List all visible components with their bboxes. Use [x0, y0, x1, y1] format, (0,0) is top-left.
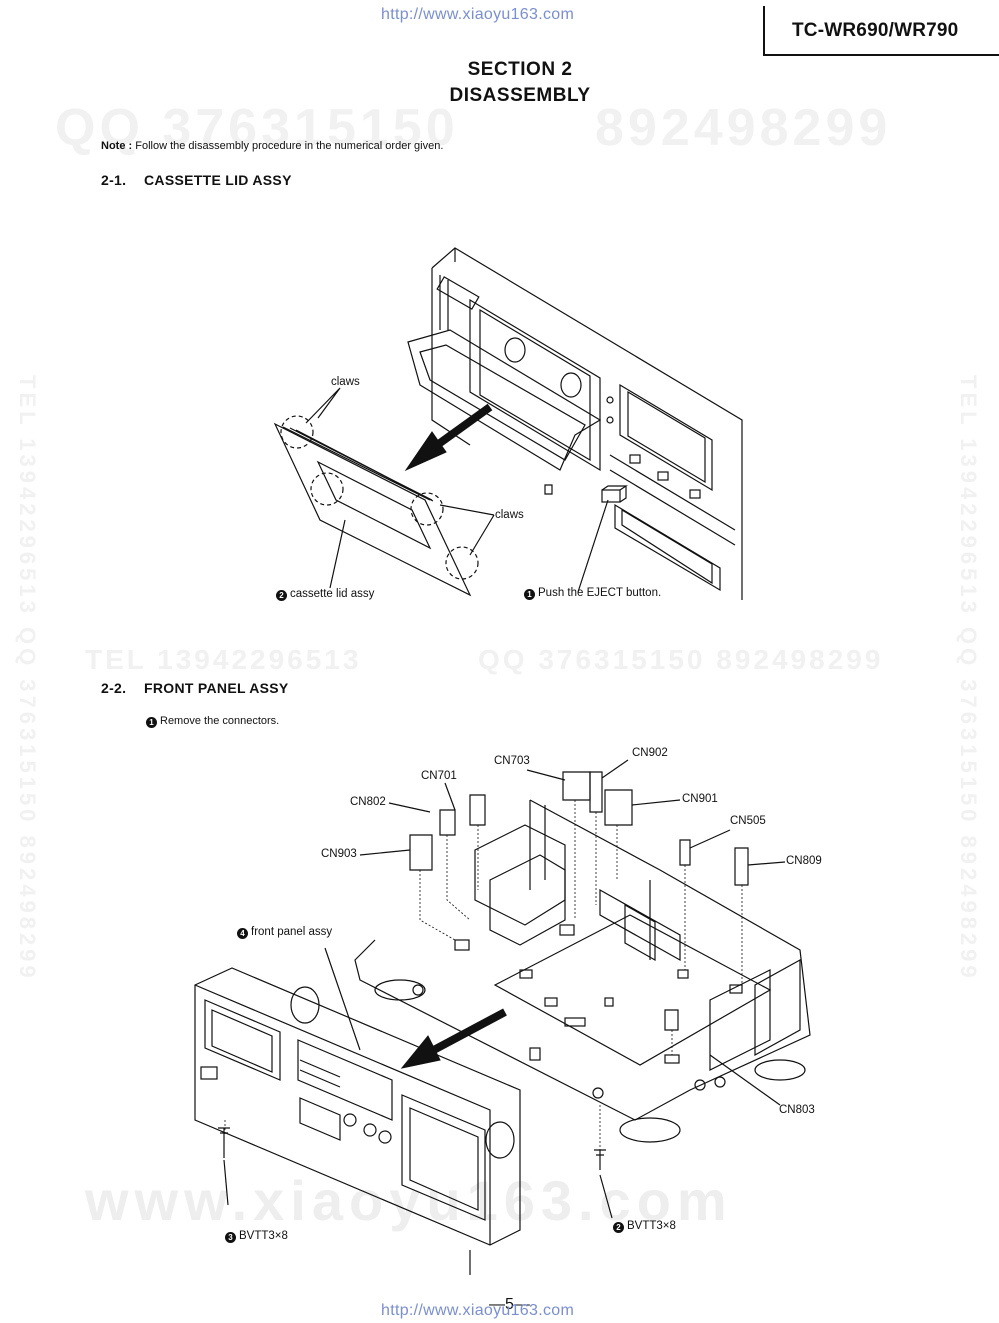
- label-cn505: CN505: [730, 815, 766, 827]
- note: Note : Follow the disassembly procedure …: [101, 140, 443, 152]
- footer-url: http://www.xiaoyu163.com: [381, 1302, 575, 1319]
- subsection-2-2-title: FRONT PANEL ASSY: [144, 680, 289, 696]
- label-cn803: CN803: [779, 1104, 815, 1116]
- note-label: Note :: [101, 140, 133, 152]
- label-cn809: CN809: [786, 855, 822, 867]
- screw-left-step-bullet: 3: [225, 1232, 236, 1243]
- subsection-2-2-heading: 2-2. FRONT PANEL ASSY: [101, 680, 289, 696]
- header-url: http://www.xiaoyu163.com: [381, 6, 575, 23]
- label-cn701: CN701: [421, 770, 457, 782]
- step-text: Remove the connectors.: [160, 715, 280, 727]
- subsection-2-1-heading: 2-1. CASSETTE LID ASSY: [101, 172, 292, 188]
- screw-left-label-text: BVTT3×8: [239, 1230, 288, 1242]
- subsection-2-1-title: CASSETTE LID ASSY: [144, 172, 292, 188]
- screw-right-step-bullet: 2: [613, 1222, 624, 1233]
- lid-step-bullet: 2: [276, 590, 287, 601]
- section-subtitle: DISASSEMBLY: [449, 85, 591, 106]
- label-cn901: CN901: [682, 793, 718, 805]
- label-cn802: CN802: [350, 796, 386, 808]
- lid-label-text: cassette lid assy: [290, 588, 375, 600]
- label-cn902: CN902: [632, 747, 668, 759]
- eject-label-text: Push the EJECT button.: [538, 587, 662, 599]
- subsection-2-2-number: 2-2.: [101, 680, 127, 696]
- label-claws-right: claws: [495, 509, 524, 521]
- step-bullet: 1: [146, 717, 157, 728]
- label-claws-top: claws: [331, 376, 360, 388]
- label-cn703: CN703: [494, 755, 530, 767]
- note-text: Follow the disassembly procedure in the …: [135, 140, 444, 152]
- model-box: [763, 6, 999, 56]
- subsection-2-1-number: 2-1.: [101, 172, 127, 188]
- page-number: —5—: [489, 1296, 530, 1313]
- front-panel-label-text: front panel assy: [251, 926, 333, 938]
- model-number: TC-WR690/WR790: [792, 20, 959, 41]
- section-title: SECTION 2: [467, 59, 573, 80]
- label-cn903: CN903: [321, 848, 357, 860]
- screw-right-label-text: BVTT3×8: [627, 1220, 676, 1232]
- front-panel-step-bullet: 4: [237, 928, 248, 939]
- eject-step-bullet: 1: [524, 589, 535, 600]
